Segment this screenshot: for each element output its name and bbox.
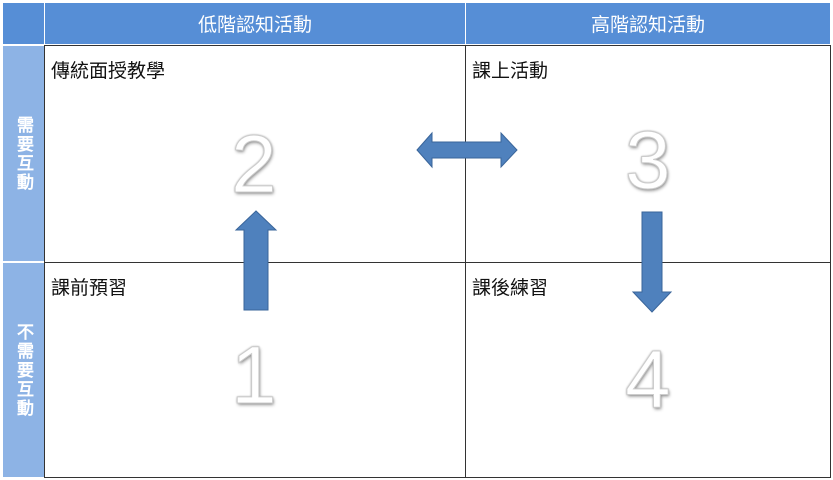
row-header-interactive: 需要互動 xyxy=(3,46,44,261)
corner-cell xyxy=(3,3,44,44)
quadrant-label: 傳統面授教學 xyxy=(51,60,166,82)
quadrant-number: 3 xyxy=(625,115,672,207)
quadrant-number: 4 xyxy=(625,334,672,426)
quadrant-label: 課前預習 xyxy=(51,277,128,299)
arrow-up-icon xyxy=(234,210,278,311)
column-header-low: 低階認知活動 xyxy=(45,3,465,44)
quadrant-label: 課上活動 xyxy=(472,60,549,82)
double-arrow-icon xyxy=(416,131,518,169)
quadrant-number: 2 xyxy=(231,119,278,211)
quadrant-label: 課後練習 xyxy=(472,277,549,299)
column-header-high: 高階認知活動 xyxy=(466,3,830,44)
quadrant-number: 1 xyxy=(231,330,278,422)
row-header-noninteractive: 不需要互動 xyxy=(3,263,44,477)
arrow-down-icon xyxy=(631,211,673,313)
